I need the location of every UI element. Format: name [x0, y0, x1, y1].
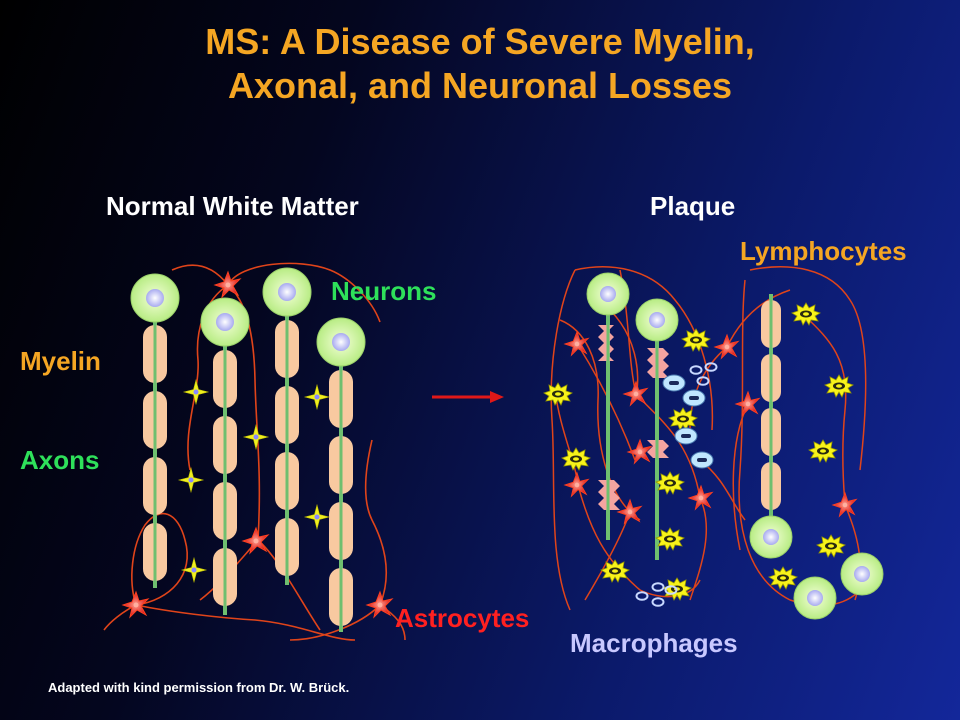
neuron-nucleus	[278, 283, 296, 301]
debris-ring	[651, 582, 665, 592]
macrophage	[768, 566, 798, 590]
title-line-1: MS: A Disease of Severe Myelin,	[205, 21, 755, 62]
neuron-nucleus	[763, 529, 779, 545]
debris-ring	[689, 365, 703, 375]
glial-star-marker	[178, 467, 204, 493]
macrophage	[816, 534, 846, 558]
astrocyte	[688, 485, 713, 510]
neuron-nucleus	[216, 313, 234, 331]
lymphocytes-label: Lymphocytes	[740, 236, 907, 266]
macrophage	[561, 447, 591, 471]
neuron-fiber-3	[262, 267, 312, 585]
astrocyte	[832, 492, 857, 517]
glial-star-marker	[243, 424, 269, 450]
axons-label: Axons	[20, 445, 100, 475]
lymphocyte	[682, 389, 706, 407]
astrocyte	[242, 527, 269, 554]
debris-ring	[696, 376, 710, 386]
glial-star-marker	[304, 384, 330, 410]
detached-neuron-1	[793, 576, 837, 620]
neuron-fiber-1	[130, 273, 180, 588]
normal-white-matter-panel	[103, 262, 406, 641]
astrocyte	[564, 331, 589, 356]
neuron-nucleus	[332, 333, 350, 351]
macrophage	[824, 374, 854, 398]
plaque-fiber-c	[749, 294, 793, 559]
debris-ring	[635, 591, 649, 601]
macrophage	[655, 471, 685, 495]
lymphocyte	[662, 374, 686, 392]
astrocyte	[735, 391, 760, 416]
plaque-fiber-b	[635, 298, 679, 560]
macrophage	[791, 302, 821, 326]
plaque-fiber-a	[586, 272, 630, 540]
plaque-panel	[543, 266, 884, 620]
macrophage	[543, 382, 573, 406]
astrocyte	[564, 472, 589, 497]
astrocytes-label: Astrocytes	[395, 603, 530, 633]
macrophage	[808, 439, 838, 463]
neuron-nucleus	[600, 286, 616, 302]
astrocyte	[623, 381, 648, 406]
attribution-credit: Adapted with kind permission from Dr. W.…	[48, 680, 350, 695]
neuron-nucleus	[649, 312, 665, 328]
neuron-fiber-2	[200, 297, 250, 615]
lymphocyte	[674, 427, 698, 445]
detached-neuron-2	[840, 552, 884, 596]
lymphocyte	[690, 451, 714, 469]
glial-star-marker	[183, 379, 209, 405]
damaged-myelin	[598, 325, 614, 361]
macrophage	[655, 527, 685, 551]
myelin-label: Myelin	[20, 346, 101, 376]
glial-star-marker	[304, 504, 330, 530]
neurons-label: Neurons	[331, 276, 437, 306]
debris-ring	[651, 597, 665, 607]
slide-title: MS: A Disease of Severe Myelin, Axonal, …	[0, 20, 960, 108]
neuron-fiber-4	[316, 317, 366, 632]
astrocyte	[617, 499, 642, 524]
transition-arrow	[432, 391, 504, 403]
title-line-2: Axonal, and Neuronal Losses	[227, 65, 733, 106]
normal-white-matter-heading: Normal White Matter	[106, 191, 359, 221]
macrophage	[668, 407, 698, 431]
glial-star-marker	[181, 557, 207, 583]
plaque-heading: Plaque	[650, 191, 736, 221]
astrocyte-processes-plaque	[550, 266, 867, 611]
astrocyte	[122, 591, 149, 618]
macrophages-label: Macrophages	[570, 628, 738, 658]
neuron-nucleus	[146, 289, 164, 307]
macrophage	[681, 328, 711, 352]
